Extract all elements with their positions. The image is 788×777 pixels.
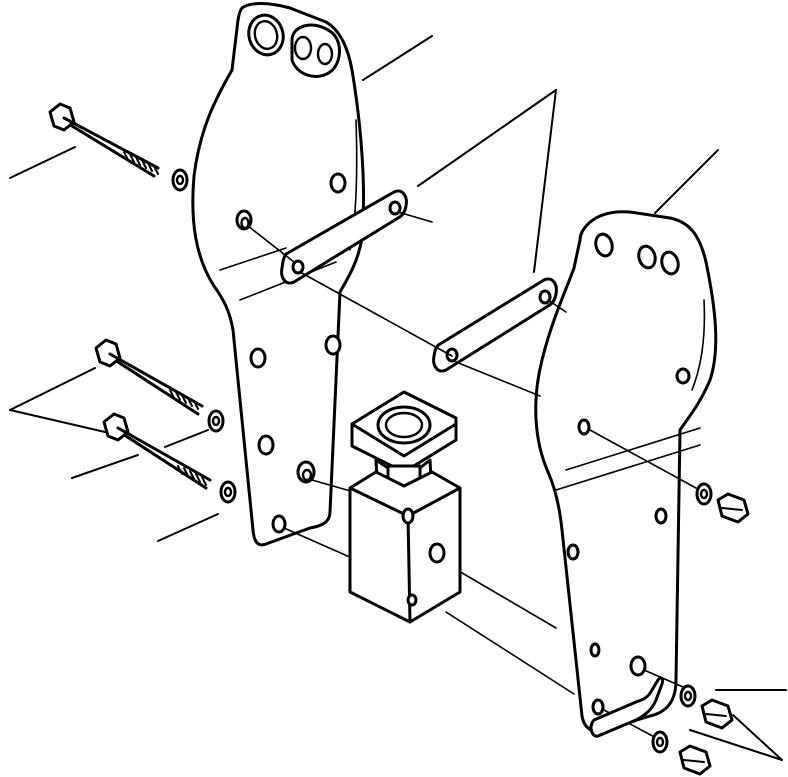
long-bolt-middle: [94, 338, 225, 433]
leader-line-nuts-a: [689, 729, 783, 761]
hole-icon: [316, 42, 334, 66]
leader-line-top-bolt: [9, 146, 76, 179]
leader-line-washer-low: [157, 513, 219, 542]
leader-line-link-a: [417, 89, 557, 187]
leader-line-bolt-pair-a: [9, 367, 96, 411]
bore-icon: [384, 411, 424, 439]
upper-spacer-link: [280, 189, 408, 285]
left-bracket-plate: [191, 2, 366, 547]
long-bolt-upper: [48, 102, 189, 192]
hole-icon: [253, 19, 279, 51]
leader-line-washer-mid: [71, 454, 139, 479]
leader-line-right-plate: [654, 149, 719, 214]
leader-line-washer-block: [164, 429, 209, 448]
right-bracket-plate: [534, 210, 718, 733]
leader-line-left-plate: [362, 35, 433, 81]
assembly-centre-lines: [247, 211, 697, 741]
leader-lines: [9, 35, 787, 761]
square-block: [348, 390, 462, 624]
long-bolt-lower: [102, 412, 237, 504]
retaining-clip: [589, 676, 664, 738]
hole-icon: [293, 35, 313, 61]
lower-spacer-link: [432, 277, 558, 373]
leader-line-link-b: [533, 89, 557, 273]
nut-set-right: [651, 482, 750, 776]
leader-line-bolt-pair-b: [9, 409, 106, 433]
leader-line-nuts-b: [732, 714, 783, 761]
